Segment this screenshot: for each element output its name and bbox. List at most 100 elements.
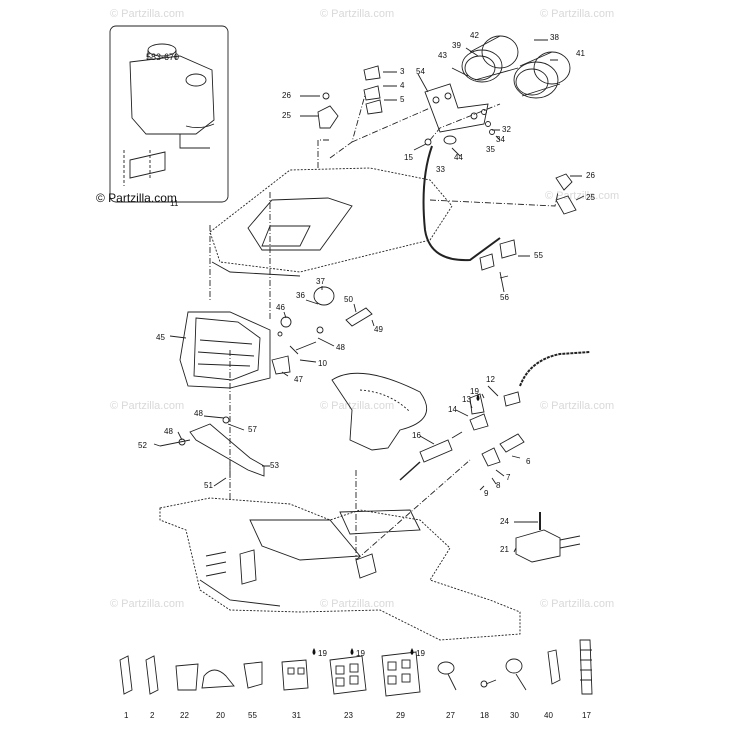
- callout-label: 51: [204, 481, 213, 490]
- callout-label: 11: [170, 199, 179, 208]
- callout-label: 19: [470, 387, 479, 396]
- parts-row-labels: 1 2 22 20 55 31 23 29 27 18 30 40 17: [124, 711, 591, 720]
- callout-label: 42: [470, 31, 479, 40]
- callout-label: 48: [194, 409, 203, 418]
- callout-label: 48: [164, 427, 173, 436]
- part-label: 40: [544, 711, 553, 720]
- watermark: © Partzilla.com: [320, 598, 395, 610]
- callout-label: 57: [248, 425, 257, 434]
- hood: [209, 167, 453, 273]
- watermark: © Partzilla.com: [545, 190, 620, 202]
- callout-label: 10: [318, 359, 327, 368]
- watermark: © Partzilla.com: [540, 598, 615, 610]
- part-label: 2: [150, 711, 155, 720]
- handlebar-cover: [331, 372, 428, 451]
- callout-label: 43: [438, 51, 447, 60]
- callout-label: 44: [454, 153, 463, 162]
- callout-label: 38: [550, 33, 559, 42]
- part-label: 29: [396, 711, 405, 720]
- callout-label: 13: [462, 395, 471, 404]
- callout-label: 26: [586, 171, 595, 180]
- part-label: 1: [124, 711, 129, 720]
- callout-label: 16: [412, 431, 421, 440]
- inset-part-code: 583-670: [146, 52, 180, 62]
- callout-label: 56: [500, 293, 509, 302]
- callout-label: 41: [576, 49, 585, 58]
- inset-frame: [109, 25, 229, 203]
- callout-label: 49: [374, 325, 383, 334]
- gauge-right: [513, 61, 559, 99]
- callout-label: 45: [156, 333, 165, 342]
- part-label: 23: [344, 711, 353, 720]
- part-label: 30: [510, 711, 519, 720]
- callout-label: 37: [316, 277, 325, 286]
- part-label: 27: [446, 711, 455, 720]
- callout-label: 32: [502, 125, 511, 134]
- grease-drop-icon: [312, 648, 316, 655]
- bracket-53: [189, 423, 265, 477]
- switch-4: [363, 85, 381, 101]
- grease-drop-icon: [476, 394, 480, 401]
- conduit-17: [579, 639, 593, 695]
- watermark: © Partzilla.com: [540, 400, 615, 412]
- callout-label: 47: [294, 375, 303, 384]
- callout-label: 3: [400, 67, 405, 76]
- grease-drop-icon: [410, 648, 414, 655]
- callout-label: 53: [270, 461, 279, 470]
- callout-label: 24: [500, 517, 509, 526]
- callout-label: 36: [296, 291, 305, 300]
- part-label: 22: [180, 711, 189, 720]
- callout-label: 5: [400, 95, 405, 104]
- callout-label: 50: [344, 295, 353, 304]
- headlight: [179, 311, 271, 389]
- windshield-opening: [247, 197, 353, 251]
- grease-drop-icon: [350, 648, 354, 655]
- callout-label: 4: [400, 81, 405, 90]
- watermark: © Partzilla.com: [110, 400, 185, 412]
- switch-5: [365, 99, 383, 115]
- watermark: © Partzilla.com: [110, 598, 185, 610]
- watermark: © Partzilla.com: [320, 8, 395, 20]
- callout-label: 25: [282, 111, 291, 120]
- callout-label: 6: [526, 457, 531, 466]
- callout-label: 46: [276, 303, 285, 312]
- callout-labels: 3 4 5 26 25 11 54 43 39 42 38 41 32 34 3…: [138, 31, 595, 554]
- part-label: 31: [292, 711, 301, 720]
- callout-label: 54: [416, 67, 425, 76]
- copyright-label: © Partzilla.com: [96, 191, 177, 205]
- callout-label: 7: [506, 473, 511, 482]
- oil-reservoir: [129, 55, 215, 135]
- part-label: 20: [216, 711, 225, 720]
- part-label: 17: [582, 711, 591, 720]
- callout-label: 26: [282, 91, 291, 100]
- switch-16: [419, 439, 453, 463]
- lower-body: [159, 497, 521, 641]
- callout-label: 15: [404, 153, 413, 162]
- part-label: 55: [248, 711, 257, 720]
- watermark: © Partzilla.com: [540, 8, 615, 20]
- grease-ref-label: 19: [318, 649, 327, 658]
- bulb-socket: [313, 286, 335, 306]
- callout-label: 52: [138, 441, 147, 450]
- regulator-21: [515, 529, 561, 563]
- callout-label: 39: [452, 41, 461, 50]
- watermark: © Partzilla.com: [110, 8, 185, 20]
- grease-ref-label: 19: [356, 649, 365, 658]
- grease-ref-label: 19: [416, 649, 425, 658]
- callout-label: 12: [486, 375, 495, 384]
- callout-label: 21: [500, 545, 509, 554]
- callout-label: 14: [448, 405, 457, 414]
- switch-3: [363, 65, 381, 81]
- grease-refs: 19 19 19: [312, 394, 480, 658]
- callout-label: 9: [484, 489, 489, 498]
- callout-label: 35: [486, 145, 495, 154]
- callout-label: 25: [586, 193, 595, 202]
- part-label: 18: [480, 711, 489, 720]
- callout-label: 48: [336, 343, 345, 352]
- watermark: © Partzilla.com: [320, 400, 395, 412]
- callout-label: 33: [436, 165, 445, 174]
- callout-label: 55: [534, 251, 543, 260]
- gauge-bracket: [424, 83, 489, 133]
